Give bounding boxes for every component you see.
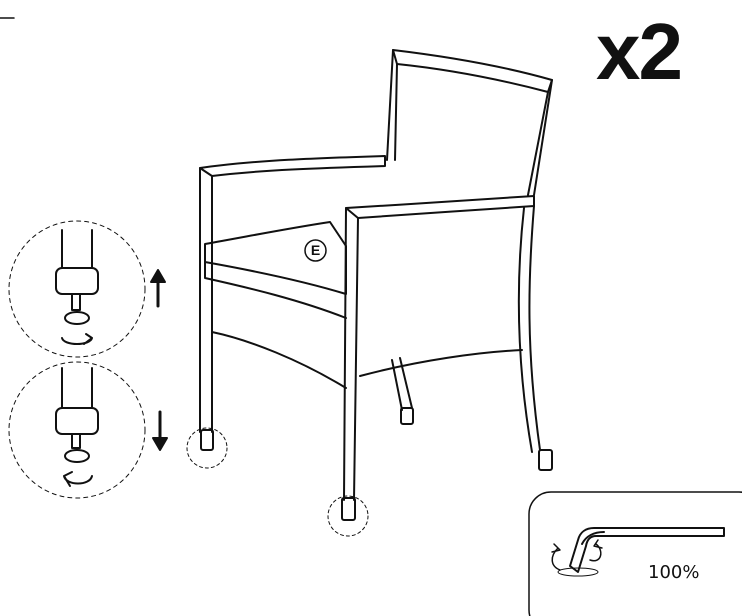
- glide-foot-detail-icon: [8, 361, 146, 499]
- chair-icon: [199, 49, 553, 521]
- foot-highlight-left: [186, 427, 228, 469]
- foot-highlight-front: [327, 495, 369, 537]
- allen-key-icon: [551, 527, 725, 577]
- quantity-label: x2: [596, 7, 683, 96]
- glide-foot-detail-icon: [8, 220, 146, 358]
- part-letter: E: [310, 242, 321, 258]
- tightness-label: 100%: [648, 562, 700, 583]
- tool-panel: [528, 491, 742, 616]
- part-badge: [304, 239, 327, 262]
- arrow-up-icon: [150, 269, 166, 308]
- arrow-down-icon: [152, 410, 168, 451]
